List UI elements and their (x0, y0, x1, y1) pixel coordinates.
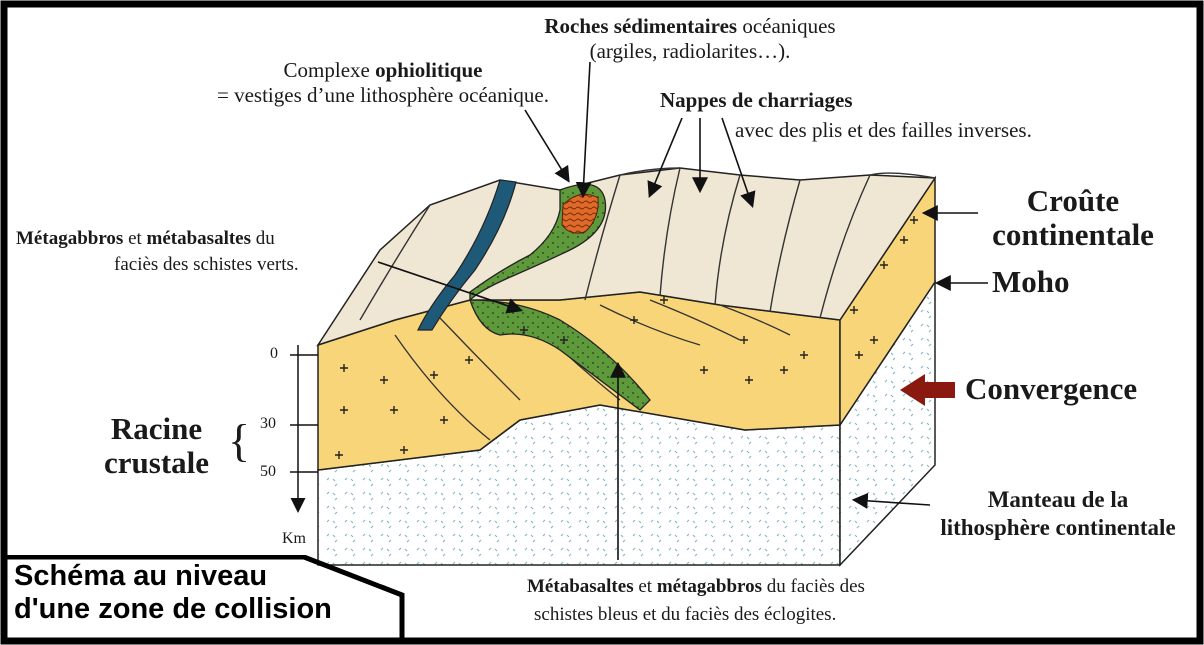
metagab-rest: du (251, 228, 275, 249)
metagab-mid: et (123, 228, 146, 249)
nappes-detail: avec des plis et des failles inverses. (735, 118, 1032, 143)
racine-brace: { (228, 418, 250, 464)
metabasaltes-line2: schistes bleus et du faciès des éclogite… (534, 604, 836, 627)
metabas-mid: et (634, 576, 657, 597)
metabas-rest: du faciès des (762, 576, 865, 597)
moho-label: Moho (992, 263, 1070, 300)
metabas-bold2: métagabbros (657, 576, 762, 597)
metagab-bold2: métabasaltes (147, 228, 251, 249)
metagabbros-line2: faciès des schistes verts. (114, 254, 299, 277)
nappes-title: Nappes de charriages (660, 88, 853, 113)
croute-line1: Croûte (1027, 183, 1119, 218)
metabasaltes-label: Métabasaltes et métagabbros du faciès de… (527, 576, 865, 599)
sed-line1-rest: océaniques (737, 14, 836, 38)
sed-line2: (argiles, radiolarites…). (590, 39, 791, 63)
metabas-bold1: Métabasaltes (527, 576, 634, 597)
ophio-line2: = vestiges d’une lithosphère océanique. (217, 83, 549, 107)
ophio-line1-pre: Complexe (284, 58, 376, 82)
croute-label: Croûte continentale (968, 184, 1178, 252)
title-line2: d'une zone de collision (14, 593, 332, 626)
manteau-line1: Manteau de la (988, 487, 1129, 512)
ophio-line1-bold: ophiolitique (375, 58, 482, 82)
manteau-label: Manteau de la lithosphère continentale (918, 486, 1198, 542)
depth-axis (290, 345, 318, 510)
depth-tick-0: 0 (270, 345, 278, 363)
sediment-label: Roches sédimentaires océaniques (argiles… (500, 14, 880, 64)
sed-line1-bold: Roches sédimentaires (544, 14, 737, 38)
racine-label: Racine crustale (104, 412, 209, 480)
racine-line1: Racine (111, 411, 202, 446)
croute-line2: continentale (992, 217, 1154, 252)
metagab-bold1: Métagabbros (16, 228, 123, 249)
depth-tick-50: 50 (260, 463, 276, 481)
manteau-line2: lithosphère continentale (940, 515, 1175, 540)
convergence-label: Convergence (965, 370, 1137, 407)
ophiolite-label: Complexe ophiolitique = vestiges d’une l… (198, 58, 568, 108)
depth-tick-30: 30 (260, 415, 276, 433)
diagram-title: Schéma au niveau d'une zone de collision (14, 560, 332, 626)
racine-line2: crustale (104, 445, 209, 480)
depth-unit: Km (282, 530, 306, 548)
title-line1: Schéma au niveau (14, 560, 332, 593)
metagabbros-label: Métagabbros et métabasaltes du (16, 228, 275, 251)
